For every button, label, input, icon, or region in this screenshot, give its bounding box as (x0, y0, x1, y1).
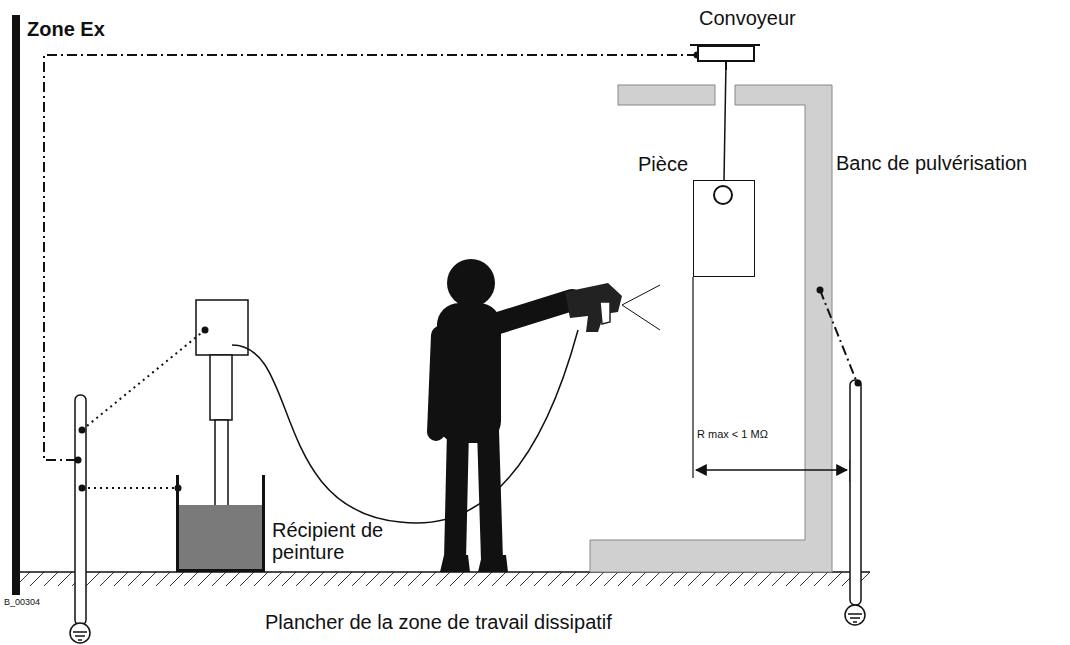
node-label: Convoyeur (699, 7, 796, 29)
ground-wire (44, 55, 858, 488)
node-label: Pièce (638, 153, 688, 175)
ground-rod (75, 380, 861, 625)
spray-booth (590, 85, 832, 572)
floor-label: Plancher de la zone de travail dissipati… (265, 611, 612, 633)
paint-hose (232, 330, 578, 523)
conveyor-box: Convoyeur (697, 45, 755, 62)
hanger-line (724, 62, 726, 180)
operator (436, 259, 572, 572)
conveyor-rail (690, 45, 760, 70)
dimension-label: R max < 1 MΩ (697, 428, 768, 440)
workpiece-box: Pièce (693, 180, 755, 277)
zone-label: Zone Ex (27, 18, 105, 40)
hook (714, 186, 732, 204)
zone-wall (12, 15, 20, 595)
booth-label: Banc de pulvérisation (836, 152, 1027, 174)
node-label: Récipient de peinture (272, 519, 412, 563)
ground-symbol (70, 605, 865, 643)
floor-hatching (20, 572, 870, 586)
figure-code: B_00304 (4, 598, 40, 608)
spray-gun (565, 283, 660, 332)
dimension-line (692, 277, 693, 478)
dimension-arrow (696, 469, 847, 471)
paint-container: Récipient de peinture (176, 475, 265, 572)
wire-dot (75, 52, 862, 492)
